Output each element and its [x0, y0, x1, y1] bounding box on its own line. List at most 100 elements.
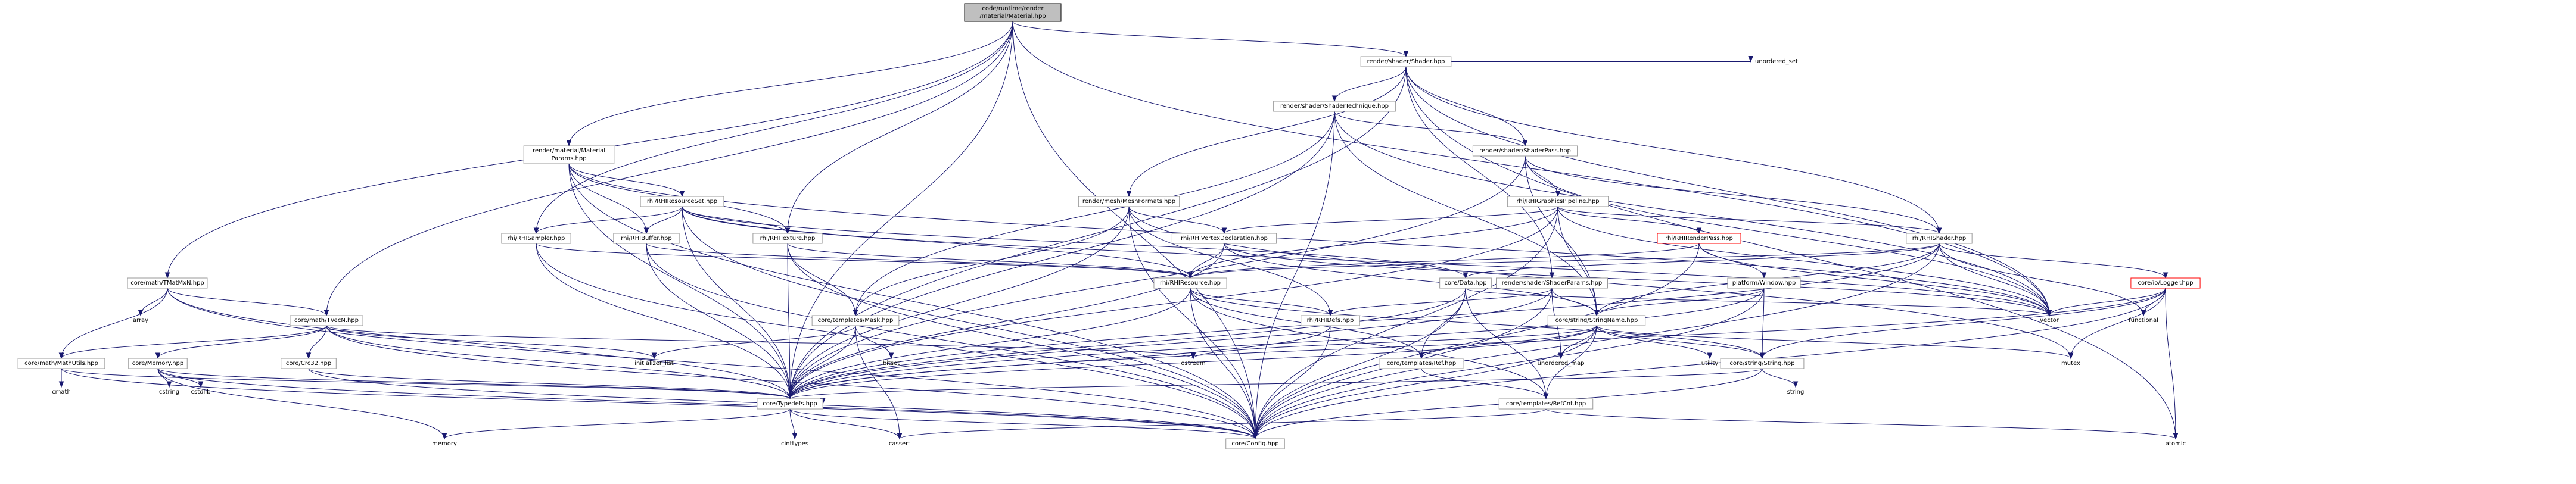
node-string-std: string [1787, 389, 1805, 395]
edge-refcnt-to-cassert [897, 408, 1547, 440]
node-box [2130, 277, 2201, 289]
node-box [1225, 438, 1285, 449]
edge-gfxpipeline-to-renderpass [1557, 206, 1702, 235]
node-box [127, 277, 208, 289]
node-label: core/math/TMatMxN.hpp [130, 280, 204, 286]
node-tvecn[interactable]: core/math/TVecN.hpp [290, 315, 363, 326]
node-cmath: cmath [52, 389, 71, 395]
node-logger[interactable]: core/io/Logger.hpp [2130, 277, 2201, 289]
edge-typedefs-to-cinttypes [789, 408, 798, 440]
node-label: core/Memory.hpp [132, 360, 183, 367]
edge-meshformats-to-typedefs [787, 206, 1130, 400]
node-label: core/templates/Mask.hpp [818, 317, 894, 324]
edge-typedefs-to-memory_std [441, 408, 791, 440]
node-refcnt[interactable]: core/templates/RefCnt.hpp [1498, 398, 1594, 410]
edge-resourceset-to-vector [682, 206, 2052, 317]
edge-root-to-config [1012, 21, 1258, 440]
node-label: bitset [883, 360, 900, 367]
node-ref[interactable]: core/templates/Ref.hpp [1379, 358, 1464, 369]
node-texture[interactable]: rhi/RHITexture.hpp [752, 233, 823, 244]
node-mutex: mutex [2061, 360, 2080, 367]
node-memory-hpp[interactable]: core/Memory.hpp [128, 358, 188, 369]
node-rhiresource[interactable]: rhi/RHIResource.hpp [1153, 277, 1227, 289]
node-label: vector [2040, 317, 2059, 324]
edge-buffer-to-typedefs [646, 243, 793, 400]
nodes-layer: code/runtime/render/material/Material.hp… [17, 3, 2201, 449]
node-box [501, 233, 571, 244]
node-typedefs[interactable]: core/Typedefs.hpp [757, 398, 823, 410]
node-resourceset[interactable]: rhi/RHIResourceSet.hpp [640, 196, 724, 207]
edge-data-to-ref [1418, 288, 1466, 360]
node-label: core/Crc32.hpp [286, 360, 331, 367]
node-box [1727, 277, 1801, 289]
node-tmatmxn[interactable]: core/math/TMatMxN.hpp [127, 277, 208, 289]
edge-root-to-matparams [566, 21, 1013, 147]
edge-root-to-texture [785, 21, 1013, 235]
edge-shaderpass-to-rhishader [1525, 155, 1942, 235]
node-shaderpass[interactable]: render/shader/ShaderPass.hpp [1472, 145, 1578, 157]
edge-rhiresource-to-string_hpp [1190, 288, 1765, 360]
node-mask[interactable]: core/templates/Mask.hpp [811, 315, 900, 326]
node-technique[interactable]: render/shader/ShaderTechnique.hpp [1273, 101, 1396, 112]
node-label: core/templates/Ref.hpp [1387, 360, 1456, 367]
node-window[interactable]: platform/Window.hpp [1727, 277, 1801, 289]
node-box [1498, 398, 1594, 410]
node-label: core/string/StringName.hpp [1555, 317, 1638, 324]
node-atomic: atomic [2166, 441, 2186, 447]
edge-stringname-to-ref [1418, 325, 1597, 360]
node-rhishader[interactable]: rhi/RHIShader.hpp [1906, 233, 1973, 244]
edge-resourceset-to-sampler [533, 206, 683, 235]
edge-texture-to-rhiresource [787, 243, 1193, 279]
edge-root-to-sampler [533, 21, 1013, 235]
node-box [752, 233, 823, 244]
edge-root-to-shader [1012, 21, 1409, 58]
edge-shader-to-shaderparams [1405, 66, 1555, 279]
node-mathutils[interactable]: core/math/MathUtils.hpp [17, 358, 105, 369]
edge-technique-to-shaderpass [1334, 111, 1528, 147]
edge-shaderpass-to-stringname [1525, 155, 1600, 317]
node-crc32[interactable]: core/Crc32.hpp [281, 358, 337, 369]
node-label: rhi/RHIShader.hpp [1912, 235, 1967, 242]
node-box [523, 145, 615, 164]
node-config[interactable]: core/Config.hpp [1225, 438, 1285, 449]
node-box [1720, 358, 1805, 369]
edge-sampler-to-rhiresource [536, 243, 1193, 279]
edge-shaderparams-to-rhidefs [1327, 288, 1553, 317]
node-stringname[interactable]: core/string/StringName.hpp [1547, 315, 1646, 326]
node-vertexdecl[interactable]: rhi/RHIVertexDeclaration.hpp [1171, 233, 1277, 244]
node-buffer[interactable]: rhi/RHIBuffer.hpp [613, 233, 680, 244]
node-box [1301, 315, 1360, 326]
node-box [1360, 56, 1452, 67]
node-shader[interactable]: render/shader/Shader.hpp [1360, 56, 1452, 67]
edge-mathutils-to-cmath [58, 369, 64, 388]
node-rhidefs[interactable]: rhi/RHIDefs.hpp [1301, 315, 1360, 326]
edge-string_hpp-to-typedefs [787, 368, 1763, 400]
node-string-hpp[interactable]: core/string/String.hpp [1720, 358, 1805, 369]
edge-stringname-to-utility [1596, 325, 1713, 360]
node-label: functional [2129, 317, 2158, 324]
node-label: rhi/RHIVertexDeclaration.hpp [1181, 235, 1268, 242]
node-ostream: ostream [1181, 360, 1205, 367]
edge-tvecn-to-crc32 [306, 325, 327, 360]
edge-gfxpipeline-to-rhishader [1557, 206, 1942, 235]
node-label: render/shader/ShaderParams.hpp [1502, 280, 1603, 286]
node-meshformats[interactable]: render/mesh/MeshFormats.hpp [1078, 196, 1180, 207]
node-renderpass[interactable]: rhi/RHIRenderPass.hpp [1657, 233, 1741, 244]
edge-matparams-to-resourceset [568, 163, 685, 198]
node-box [1472, 145, 1578, 157]
edge-memory_hpp-to-typedefs [157, 368, 793, 400]
node-sampler[interactable]: rhi/RHISampler.hpp [501, 233, 571, 244]
node-box [964, 3, 1062, 22]
node-gfxpipeline[interactable]: rhi/RHIGraphicsPipeline.hpp [1507, 196, 1609, 207]
node-data[interactable]: core/Data.hpp [1439, 277, 1492, 289]
node-vector: vector [2040, 317, 2059, 324]
edge-tmatmxn-to-array [138, 288, 168, 317]
node-root[interactable]: code/runtime/render/material/Material.hp… [964, 3, 1062, 22]
edge-meshformats-to-rhidefs [1128, 206, 1333, 317]
node-shaderparams[interactable]: render/shader/ShaderParams.hpp [1496, 277, 1608, 289]
node-cstring: cstring [159, 389, 179, 395]
node-label: core/Config.hpp [1231, 441, 1278, 447]
node-label: rhi/RHIDefs.hpp [1307, 317, 1354, 324]
node-box [613, 233, 680, 244]
